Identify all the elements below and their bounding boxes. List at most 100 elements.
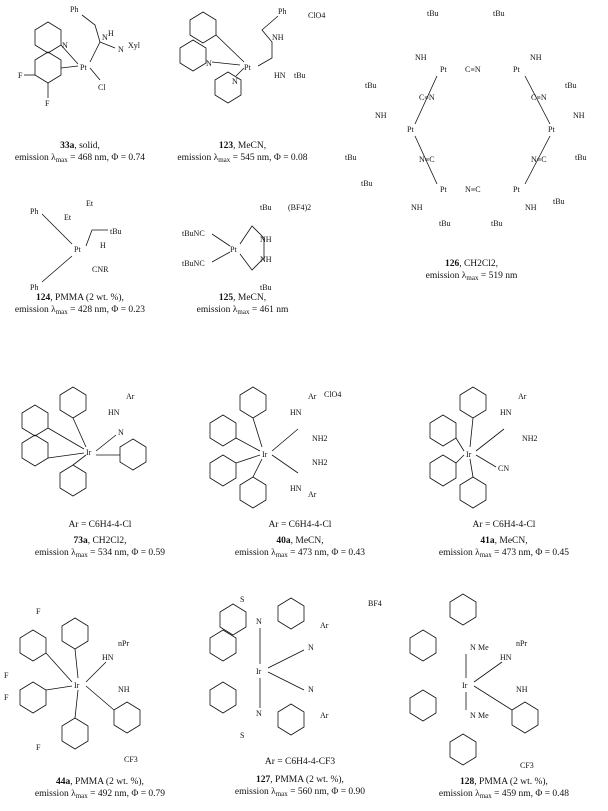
svg-text:NH2: NH2 bbox=[522, 434, 538, 443]
caption-128: 128, PMMA (2 wt. %), emission λmax = 459… bbox=[438, 777, 570, 800]
svg-text:Ir: Ir bbox=[466, 450, 472, 459]
structure-124: Ph Ph Pt CNR Et Et tBu H bbox=[30, 199, 122, 292]
svg-text:C≡N: C≡N bbox=[531, 93, 547, 102]
svg-text:Ar: Ar bbox=[320, 711, 329, 720]
compound-33a: N F F Pt Cl Ph N H N Xyl 33a, solid, emi… bbox=[0, 0, 160, 190]
svg-text:tBu: tBu bbox=[110, 227, 122, 236]
structure-125: tBuNC tBuNC Pt tBu (BF4)2 NH NH tBu bbox=[182, 203, 311, 292]
svg-text:NH: NH bbox=[118, 685, 130, 694]
svg-text:Ar: Ar bbox=[308, 490, 317, 499]
compound-127: S N S N Ir BF4 Ar Ar N N Ar = C6H4-4-CF3… bbox=[200, 592, 400, 811]
svg-text:Pt: Pt bbox=[230, 245, 237, 254]
svg-text:tBu: tBu bbox=[427, 9, 439, 18]
svg-text:BF4: BF4 bbox=[368, 599, 382, 608]
compound-125: tBuNC tBuNC Pt tBu (BF4)2 NH NH tBu 125,… bbox=[160, 190, 325, 340]
svg-text:NH: NH bbox=[260, 255, 272, 264]
compound-123: N N Pt Ph NH HN tBu ClO4 123, MeCN, emis… bbox=[160, 0, 325, 190]
svg-text:nPr: nPr bbox=[118, 639, 129, 648]
svg-text:NH: NH bbox=[415, 53, 427, 62]
svg-text:Me: Me bbox=[478, 711, 489, 720]
svg-text:NH: NH bbox=[411, 203, 423, 212]
structure-128: N Me N Me Ir HN nPr NH CF3 bbox=[409, 593, 539, 770]
svg-text:HN: HN bbox=[290, 484, 302, 493]
svg-text:tBuNC: tBuNC bbox=[182, 259, 205, 268]
svg-text:tBu: tBu bbox=[493, 9, 505, 18]
svg-text:NH: NH bbox=[516, 685, 528, 694]
svg-text:HN: HN bbox=[500, 408, 512, 417]
svg-text:nPr: nPr bbox=[516, 639, 527, 648]
svg-text:N: N bbox=[470, 643, 476, 652]
svg-text:S: S bbox=[240, 731, 244, 740]
svg-text:N: N bbox=[256, 709, 262, 718]
svg-text:Ar: Ar bbox=[126, 392, 135, 401]
structure-123: N N Pt Ph NH HN tBu ClO4 bbox=[179, 7, 325, 104]
svg-text:Ph: Ph bbox=[278, 7, 286, 16]
svg-text:N: N bbox=[308, 643, 314, 652]
compound-41a: Ir HN Ar NH2 CN Ar = C6H4-4-Cl 41a, MeCN… bbox=[400, 385, 608, 580]
svg-text:C≡N: C≡N bbox=[419, 93, 435, 102]
svg-text:Pt: Pt bbox=[440, 185, 447, 194]
caption-125: 125, MeCN, emission λmax = 461 nm bbox=[196, 293, 289, 316]
svg-text:tBu: tBu bbox=[361, 179, 373, 188]
svg-text:N: N bbox=[62, 41, 68, 50]
svg-text:Me: Me bbox=[478, 643, 489, 652]
svg-text:Ar: Ar bbox=[308, 392, 317, 401]
svg-text:Ph: Ph bbox=[70, 5, 78, 14]
svg-text:HN: HN bbox=[500, 653, 512, 662]
svg-text:tBu: tBu bbox=[553, 197, 565, 206]
caption-73a: Ar = C6H4-4-Cl 73a, CH2Cl2, emission λma… bbox=[34, 520, 166, 559]
caption-40a: Ar = C6H4-4-Cl 40a, MeCN, emission λmax … bbox=[234, 520, 366, 559]
svg-text:N: N bbox=[206, 59, 212, 68]
compound-id: 33a bbox=[60, 141, 75, 151]
svg-text:HN: HN bbox=[108, 408, 120, 417]
svg-text:N: N bbox=[256, 617, 262, 626]
compound-126: Pt Pt C≡N Pt Pt Pt Pt N≡C C≡N C≡N N≡C N≡… bbox=[335, 0, 608, 290]
svg-text:tBu: tBu bbox=[260, 203, 272, 212]
svg-text:NH2: NH2 bbox=[312, 458, 328, 467]
svg-text:NH2: NH2 bbox=[312, 434, 328, 443]
svg-text:NH: NH bbox=[573, 111, 585, 120]
caption-126: 126, CH2Cl2, emission λmax = 519 nm bbox=[425, 259, 518, 282]
svg-text:Pt: Pt bbox=[80, 63, 87, 72]
compound-128: N Me N Me Ir HN nPr NH CF3 128, PMMA (2 … bbox=[400, 592, 608, 811]
svg-text:C≡N: C≡N bbox=[465, 65, 481, 74]
caption-33a: 33a, solid, emission λmax = 468 nm, Φ = … bbox=[14, 141, 146, 164]
svg-text:tBu: tBu bbox=[365, 81, 377, 90]
svg-text:tBuNC: tBuNC bbox=[182, 229, 205, 238]
svg-text:HN: HN bbox=[290, 408, 302, 417]
structure-73a: Ir HN Ar N bbox=[21, 386, 147, 497]
svg-text:Ar: Ar bbox=[518, 392, 527, 401]
svg-text:Ir: Ir bbox=[462, 681, 468, 690]
svg-text:H: H bbox=[100, 241, 106, 250]
svg-text:tBu: tBu bbox=[491, 219, 503, 228]
svg-text:N: N bbox=[118, 45, 124, 54]
svg-text:CN: CN bbox=[498, 464, 509, 473]
svg-text:Ph: Ph bbox=[30, 207, 38, 216]
svg-text:Pt: Pt bbox=[548, 125, 555, 134]
svg-text:Pt: Pt bbox=[407, 125, 414, 134]
structure-44a: F F F F Ir HN nPr NH CF3 bbox=[4, 607, 141, 764]
svg-text:NH: NH bbox=[375, 111, 387, 120]
structure-126: Pt Pt C≡N Pt Pt Pt Pt N≡C C≡N C≡N N≡C N≡… bbox=[345, 9, 587, 228]
svg-text:(BF4)2: (BF4)2 bbox=[288, 203, 311, 212]
compound-44a: F F F F Ir HN nPr NH CF3 44a, PMMA (2 wt… bbox=[0, 592, 200, 811]
svg-text:Xyl: Xyl bbox=[128, 41, 141, 50]
svg-text:CF3: CF3 bbox=[124, 755, 138, 764]
svg-text:HN: HN bbox=[274, 71, 286, 80]
svg-text:F: F bbox=[18, 71, 23, 80]
svg-text:ClO4: ClO4 bbox=[324, 390, 341, 399]
svg-text:tBu: tBu bbox=[575, 153, 587, 162]
compound-73a: Ir HN Ar N Ar = C6H4-4-Cl 73a, CH2Cl2, e… bbox=[0, 385, 200, 580]
svg-text:Ir: Ir bbox=[86, 448, 92, 457]
svg-text:F: F bbox=[4, 671, 9, 680]
svg-text:tBu: tBu bbox=[294, 71, 306, 80]
svg-text:N: N bbox=[308, 685, 314, 694]
structure-40a: Ir HN Ar ClO4 NH2 NH2 HN Ar bbox=[209, 386, 341, 509]
svg-text:NH: NH bbox=[525, 203, 537, 212]
svg-text:tBu: tBu bbox=[260, 283, 272, 292]
svg-text:Pt: Pt bbox=[513, 185, 520, 194]
svg-text:S: S bbox=[240, 595, 244, 604]
svg-text:NH: NH bbox=[260, 235, 272, 244]
svg-text:N: N bbox=[102, 33, 108, 42]
svg-text:F: F bbox=[36, 743, 41, 752]
